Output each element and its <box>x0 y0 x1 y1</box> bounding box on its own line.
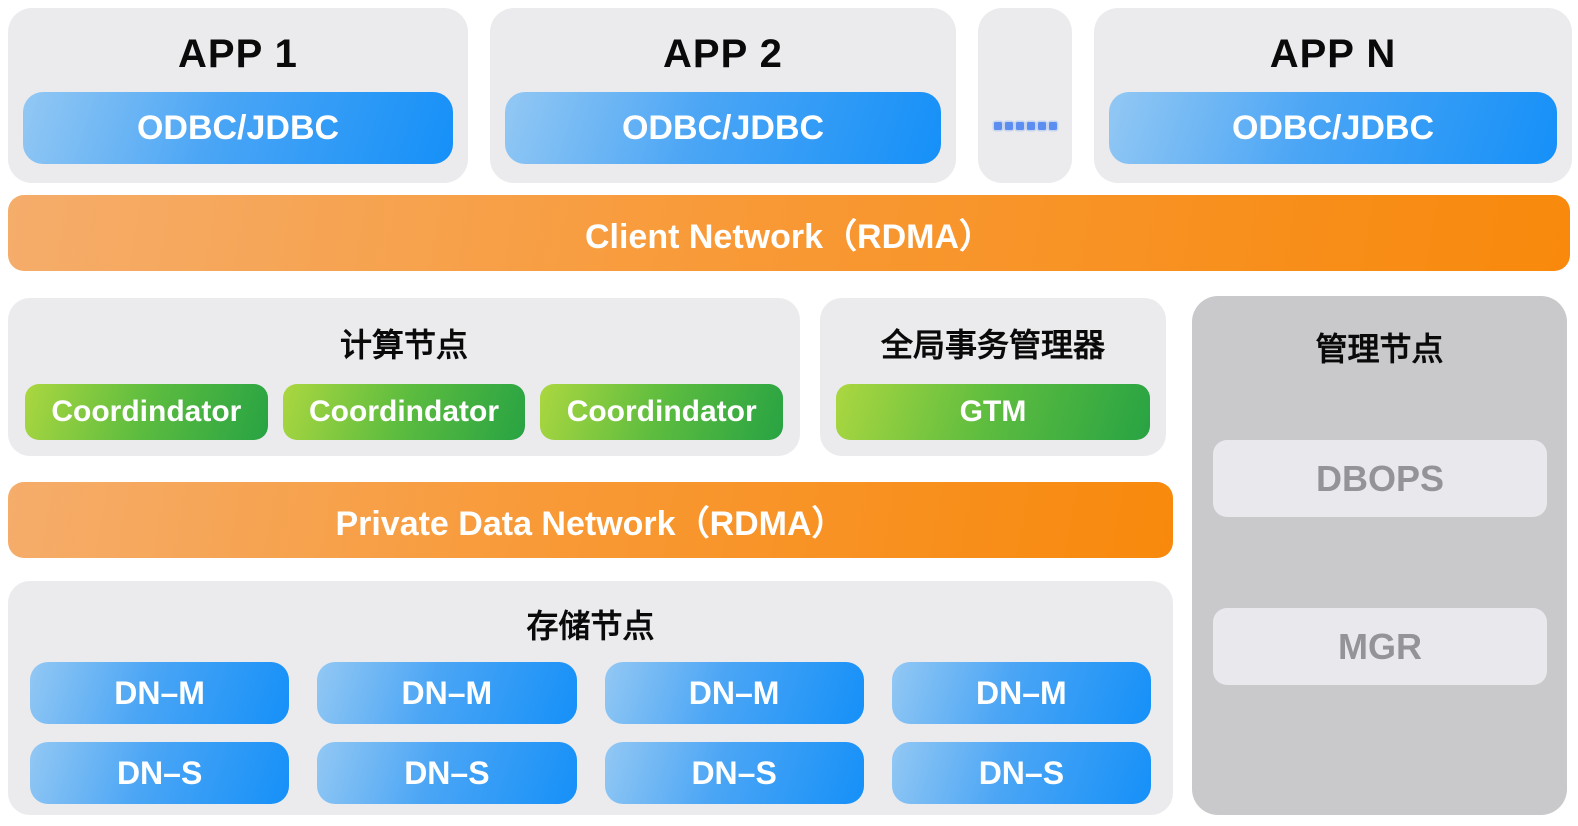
private-data-network-banner: Private Data Network（RDMA） <box>8 482 1173 558</box>
app-1-odbc-jdbc-pill: ODBC/JDBC <box>23 92 453 164</box>
app-n-odbc-jdbc-pill: ODBC/JDBC <box>1109 92 1557 164</box>
dn-standby-2: DN–S <box>317 742 577 804</box>
coordinator-node-3: Coordindator <box>540 384 784 440</box>
dn-standby-1: DN–S <box>30 742 290 804</box>
dn-master-2: DN–M <box>317 662 577 724</box>
compute-node-box: 计算节点 Coordindator Coordindator Coordinda… <box>8 298 800 456</box>
app-row: APP 1 ODBC/JDBC APP 2 ODBC/JDBC APP N OD… <box>8 8 1572 183</box>
storage-node-title: 存储节点 <box>526 608 655 644</box>
gtm-node: GTM <box>836 384 1150 440</box>
dbops-item: DBOPS <box>1213 440 1547 517</box>
gtm-title: 全局事务管理器 <box>880 327 1105 363</box>
management-node-title: 管理节点 <box>1315 331 1444 367</box>
storage-node-box: 存储节点 DN–M DN–M DN–M DN–M DN–S DN–S DN–S … <box>8 581 1173 815</box>
app-1-title: APP 1 <box>178 31 298 76</box>
dn-master-1: DN–M <box>30 662 290 724</box>
app-2-odbc-jdbc-pill: ODBC/JDBC <box>505 92 941 164</box>
dn-master-4: DN–M <box>891 662 1151 724</box>
coordinator-node-1: Coordindator <box>25 384 268 440</box>
mgr-item: MGR <box>1213 608 1547 685</box>
app-card-n: APP N ODBC/JDBC <box>1094 8 1572 183</box>
app-2-title: APP 2 <box>663 31 783 76</box>
management-node-box: 管理节点 DBOPS MGR <box>1192 296 1567 815</box>
ellipsis-icon <box>993 122 1057 130</box>
dn-master-3: DN–M <box>604 662 864 724</box>
app-card-1: APP 1 ODBC/JDBC <box>8 8 468 183</box>
apps-ellipsis-card <box>978 8 1072 183</box>
coordinator-node-2: Coordindator <box>282 384 526 440</box>
app-n-title: APP N <box>1269 31 1397 76</box>
gtm-box: 全局事务管理器 GTM <box>820 298 1166 456</box>
app-card-2: APP 2 ODBC/JDBC <box>490 8 956 183</box>
compute-node-title: 计算节点 <box>339 327 468 363</box>
client-network-banner: Client Network（RDMA） <box>8 195 1570 271</box>
coordinator-row: Coordindator Coordindator Coordindator <box>8 384 800 440</box>
dn-standby-4: DN–S <box>891 742 1151 804</box>
datanode-grid: DN–M DN–M DN–M DN–M DN–S DN–S DN–S DN–S <box>30 662 1151 804</box>
dn-standby-3: DN–S <box>604 742 864 804</box>
